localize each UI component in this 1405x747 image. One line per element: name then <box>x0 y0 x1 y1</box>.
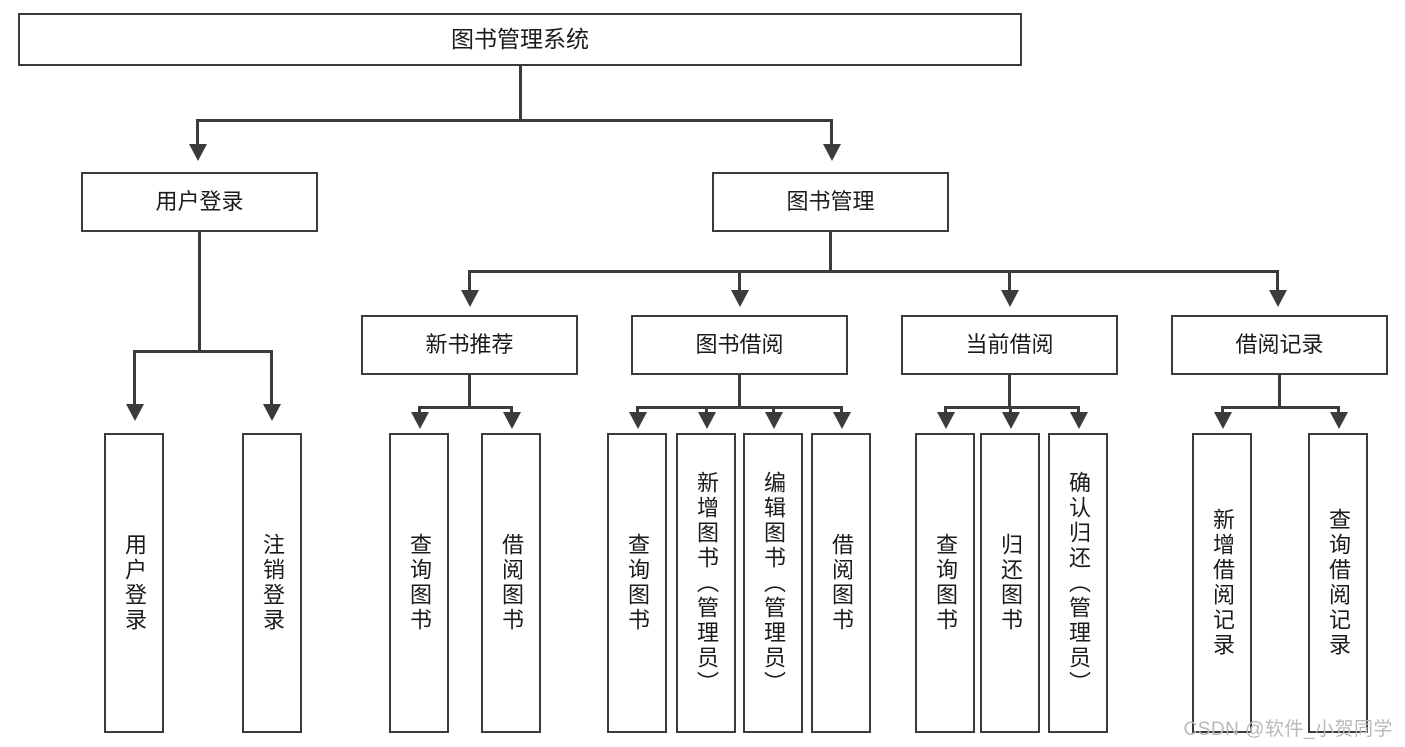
connector-borrow-record-stem <box>1278 375 1281 408</box>
node-label: 编辑图书（管理员） <box>760 470 786 696</box>
node-leaf-query-book-2[interactable]: 查询图书 <box>607 433 667 733</box>
connector-level2-drop-user-login <box>196 119 199 146</box>
node-label: 新增借阅记录 <box>1209 508 1235 658</box>
connector-level2-drop-book-manage <box>830 119 833 146</box>
arrow-to-leaf-add-record <box>1214 412 1232 429</box>
node-leaf-user-logout[interactable]: 注销登录 <box>242 433 302 733</box>
arrow-to-leaf-query-book-3 <box>937 412 955 429</box>
connector-user-login-stem <box>198 232 201 352</box>
arrow-to-leaf-user-login <box>126 404 144 421</box>
connector-level3-drop-book-borrow <box>738 270 741 292</box>
connector-level2-bus <box>196 119 833 122</box>
arrow-to-leaf-query-book-2 <box>629 412 647 429</box>
node-label: 图书管理系统 <box>451 25 589 52</box>
node-leaf-confirm-return[interactable]: 确认归还（管理员） <box>1048 433 1108 733</box>
node-leaf-query-book-1[interactable]: 查询图书 <box>389 433 449 733</box>
arrow-to-leaf-user-logout <box>263 404 281 421</box>
node-label: 新增图书（管理员） <box>693 470 719 696</box>
node-current-borrow[interactable]: 当前借阅 <box>901 315 1118 375</box>
node-user-login[interactable]: 用户登录 <box>81 172 318 232</box>
node-label: 注销登录 <box>259 533 285 633</box>
connector-borrow-record-bus <box>1221 406 1340 409</box>
connector-level3-drop-new-book <box>468 270 471 292</box>
connector-book-borrow-bus <box>636 406 843 409</box>
arrow-to-book-manage <box>823 144 841 161</box>
arrow-to-leaf-query-record <box>1330 412 1348 429</box>
node-label: 借阅图书 <box>828 533 854 633</box>
arrow-to-leaf-borrow-book-2 <box>833 412 851 429</box>
connector-current-borrow-bus <box>944 406 1080 409</box>
node-label: 图书管理 <box>786 189 875 215</box>
connector-level3-drop-current-borrow <box>1008 270 1011 292</box>
arrow-to-leaf-return-book <box>1002 412 1020 429</box>
node-leaf-borrow-book-1[interactable]: 借阅图书 <box>481 433 541 733</box>
connector-new-book-bus <box>418 406 513 409</box>
arrow-to-leaf-edit-book <box>765 412 783 429</box>
connector-user-login-drop-1 <box>133 350 136 406</box>
connector-user-login-bus <box>133 350 270 353</box>
node-label: 借阅图书 <box>498 533 524 633</box>
node-label: 查询图书 <box>624 533 650 633</box>
node-label: 当前借阅 <box>965 332 1054 358</box>
arrow-to-book-borrow <box>731 290 749 307</box>
node-borrow-record[interactable]: 借阅记录 <box>1171 315 1388 375</box>
node-book-manage[interactable]: 图书管理 <box>712 172 949 232</box>
node-book-borrow[interactable]: 图书借阅 <box>631 315 848 375</box>
node-leaf-query-book-3[interactable]: 查询图书 <box>915 433 975 733</box>
connector-current-borrow-stem <box>1008 375 1011 408</box>
arrow-to-current-borrow <box>1001 290 1019 307</box>
connector-new-book-stem <box>468 375 471 408</box>
node-leaf-edit-book[interactable]: 编辑图书（管理员） <box>743 433 803 733</box>
node-leaf-borrow-book-2[interactable]: 借阅图书 <box>811 433 871 733</box>
node-label: 归还图书 <box>997 533 1023 633</box>
node-leaf-return-book[interactable]: 归还图书 <box>980 433 1040 733</box>
arrow-to-borrow-record <box>1269 290 1287 307</box>
node-label: 用户登录 <box>121 533 147 633</box>
arrow-to-user-login <box>189 144 207 161</box>
arrow-to-leaf-add-book <box>698 412 716 429</box>
node-new-book-recommend[interactable]: 新书推荐 <box>361 315 578 375</box>
node-label: 查询图书 <box>932 533 958 633</box>
node-label: 用户登录 <box>155 189 244 215</box>
node-label: 查询图书 <box>406 533 432 633</box>
arrow-to-leaf-confirm-return <box>1070 412 1088 429</box>
node-label: 借阅记录 <box>1235 332 1324 358</box>
node-leaf-add-record[interactable]: 新增借阅记录 <box>1192 433 1252 733</box>
connector-level3-drop-borrow-record <box>1276 270 1279 292</box>
arrow-to-new-book-recommend <box>461 290 479 307</box>
connector-level3-bus <box>468 270 1279 273</box>
node-label: 确认归还（管理员） <box>1065 470 1091 696</box>
node-leaf-user-login[interactable]: 用户登录 <box>104 433 164 733</box>
node-label: 图书借阅 <box>695 332 784 358</box>
connector-user-login-drop-2 <box>270 350 273 406</box>
connector-book-manage-stem <box>829 232 832 272</box>
arrow-to-leaf-query-book-1 <box>411 412 429 429</box>
arrow-to-leaf-borrow-book-1 <box>503 412 521 429</box>
connector-book-borrow-stem <box>738 375 741 408</box>
connector-root-stem <box>519 66 522 121</box>
node-leaf-query-record[interactable]: 查询借阅记录 <box>1308 433 1368 733</box>
node-label: 新书推荐 <box>425 332 514 358</box>
node-label: 查询借阅记录 <box>1325 508 1351 658</box>
node-leaf-add-book[interactable]: 新增图书（管理员） <box>676 433 736 733</box>
node-root-system[interactable]: 图书管理系统 <box>18 13 1022 66</box>
